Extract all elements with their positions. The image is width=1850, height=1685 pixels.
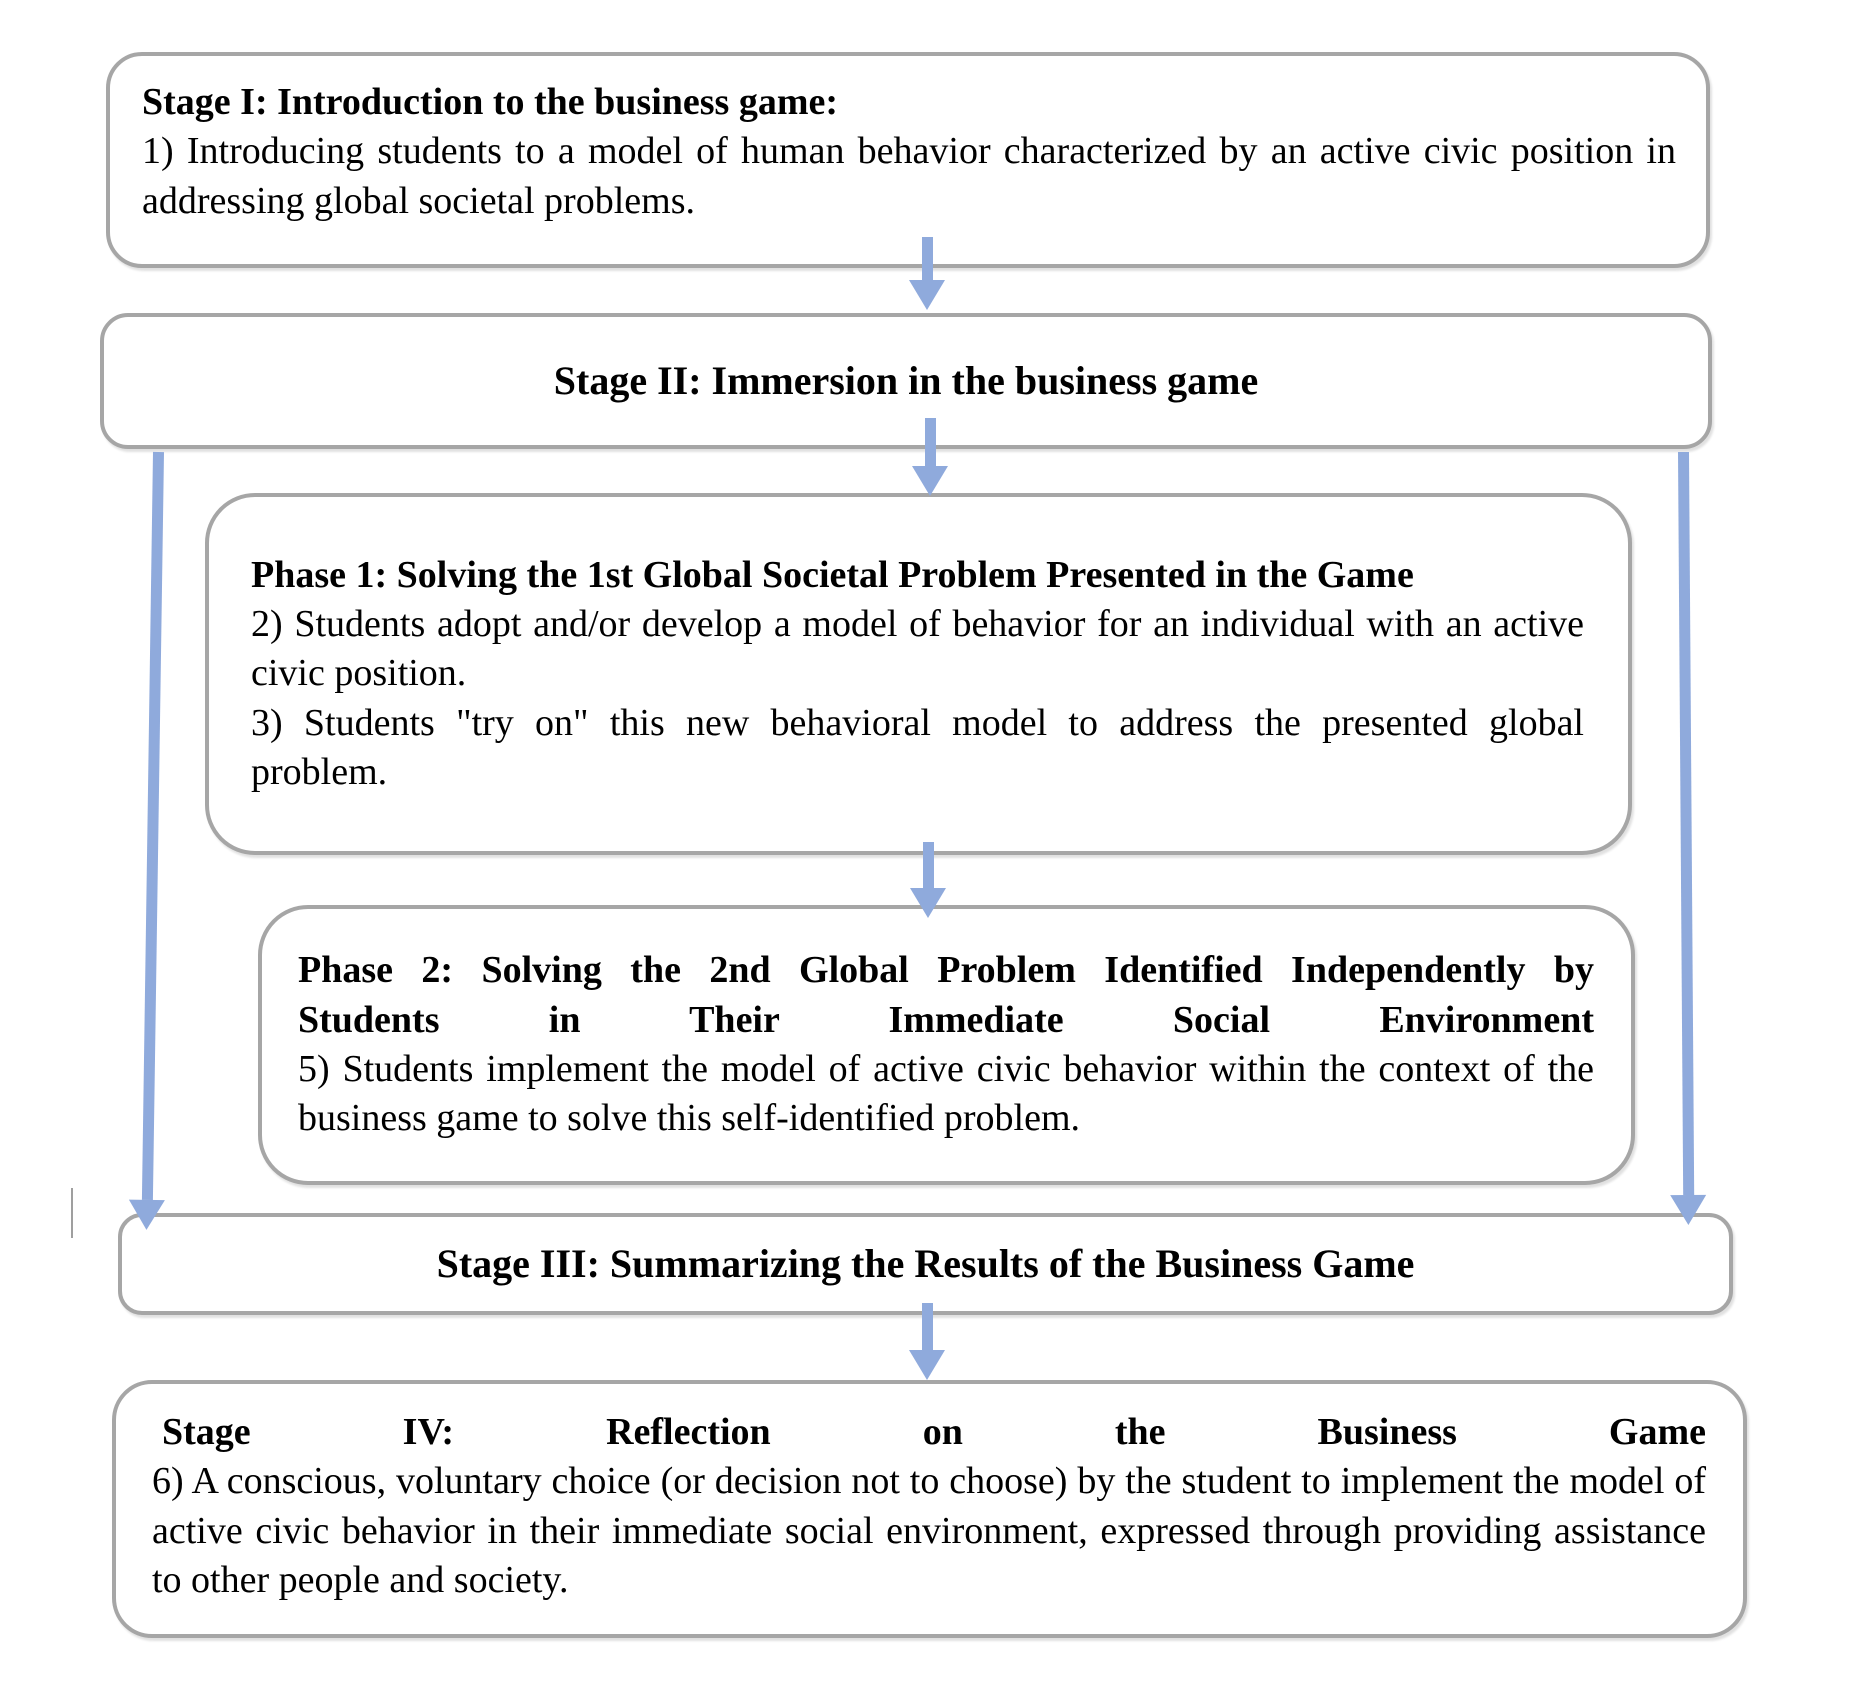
phase2-title-line1: Phase 2: Solving the 2nd Global Problem …: [298, 949, 1594, 992]
arrow-head: [910, 888, 946, 918]
arrow-stage2-to-stage3-left-icon: [128, 451, 176, 1231]
stage1-body: 1) Introducing students to a model of hu…: [142, 130, 1676, 222]
phase2-body: 5) Students implement the model of activ…: [298, 1048, 1594, 1140]
arrow-stage2-to-phase1-icon: [912, 418, 948, 496]
arrow-shaft: [921, 237, 933, 280]
arrow-head: [128, 1199, 165, 1231]
phase1-box: Phase 1: Solving the 1st Global Societal…: [205, 493, 1632, 855]
stage1-title: Stage I: Introduction to the business ga…: [142, 81, 839, 123]
phase1-body-item: 2) Students adopt and/or develop a model…: [251, 602, 1584, 695]
arrow-stage1-to-stage2-icon: [909, 237, 945, 310]
stage4-box: Stage IV: Reflection on the Business Gam…: [112, 1380, 1747, 1638]
phase2-title-line2: Students in Their Immediate Social Envir…: [298, 998, 1594, 1041]
stage1-box: Stage I: Introduction to the business ga…: [106, 52, 1710, 268]
arrow-phase1-to-phase2-icon: [910, 842, 946, 918]
arrow-head: [1670, 1194, 1707, 1226]
stray-cursor-mark: [71, 1188, 73, 1238]
arrow-shaft: [924, 418, 936, 466]
phase1-body-item: 3) Students "try on" this new behavioral…: [251, 701, 1584, 794]
stage4-body: 6) A conscious, voluntary choice (or dec…: [152, 1460, 1706, 1602]
stage3-title: Stage III: Summarizing the Results of th…: [436, 1241, 1415, 1286]
arrow-head: [912, 466, 948, 496]
arrow-shaft: [141, 451, 164, 1200]
arrow-head: [909, 280, 945, 310]
stage4-title: Stage IV: Reflection on the Business Gam…: [162, 1411, 1706, 1453]
stage2-title: Stage II: Immersion in the business game: [553, 358, 1259, 403]
phase2-box: Phase 2: Solving the 2nd Global Problem …: [258, 905, 1635, 1185]
arrow-shaft: [1677, 451, 1694, 1196]
arrow-head: [909, 1350, 945, 1380]
stage3-box: Stage III: Summarizing the Results of th…: [118, 1213, 1733, 1315]
arrow-shaft: [922, 842, 934, 888]
stage2-box: Stage II: Immersion in the business game: [100, 313, 1712, 449]
phase1-title: Phase 1: Solving the 1st Global Societal…: [251, 553, 1414, 596]
arrow-shaft: [921, 1303, 933, 1350]
arrow-stage3-to-stage4-icon: [909, 1303, 945, 1380]
arrow-stage2-to-stage3-right-icon: [1665, 451, 1707, 1226]
